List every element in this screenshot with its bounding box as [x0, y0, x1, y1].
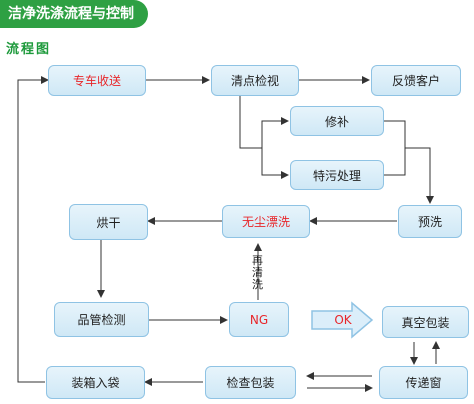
arrow-sorting-repair — [239, 96, 289, 149]
node-delivery: 专车收送 — [48, 65, 146, 96]
node-vacuum: 真空包装 — [382, 306, 469, 338]
node-feedback: 反馈客户 — [371, 65, 461, 96]
arrow-stain-prewash — [384, 147, 434, 204]
node-stain: 特污处理 — [290, 160, 384, 190]
arrow-bagging-delivery — [17, 76, 49, 383]
node-inspect: 检查包装 — [205, 366, 296, 399]
node-dustfree: 无尘漂洗 — [222, 205, 310, 238]
node-repair: 修补 — [290, 106, 384, 136]
ok-arrow-shape — [311, 301, 374, 339]
node-ng: NG — [229, 302, 289, 337]
node-passwin: 传递窗 — [379, 366, 468, 399]
banner-title: 洁净洗涤流程与控制 — [0, 0, 148, 28]
node-bagging: 装箱入袋 — [46, 366, 145, 399]
node-drying: 烘干 — [69, 204, 148, 240]
node-quality: 品管检测 — [54, 302, 149, 337]
node-sorting: 清点检视 — [211, 65, 299, 96]
arrow-repair-prewash — [384, 120, 406, 148]
node-ok-label: OK — [334, 313, 352, 327]
node-prewash: 预洗 — [398, 205, 462, 238]
arrow-sorting-stain — [261, 148, 289, 179]
rewash-label: 再清洗 — [252, 254, 263, 291]
section-title: 流程图 — [6, 42, 52, 57]
